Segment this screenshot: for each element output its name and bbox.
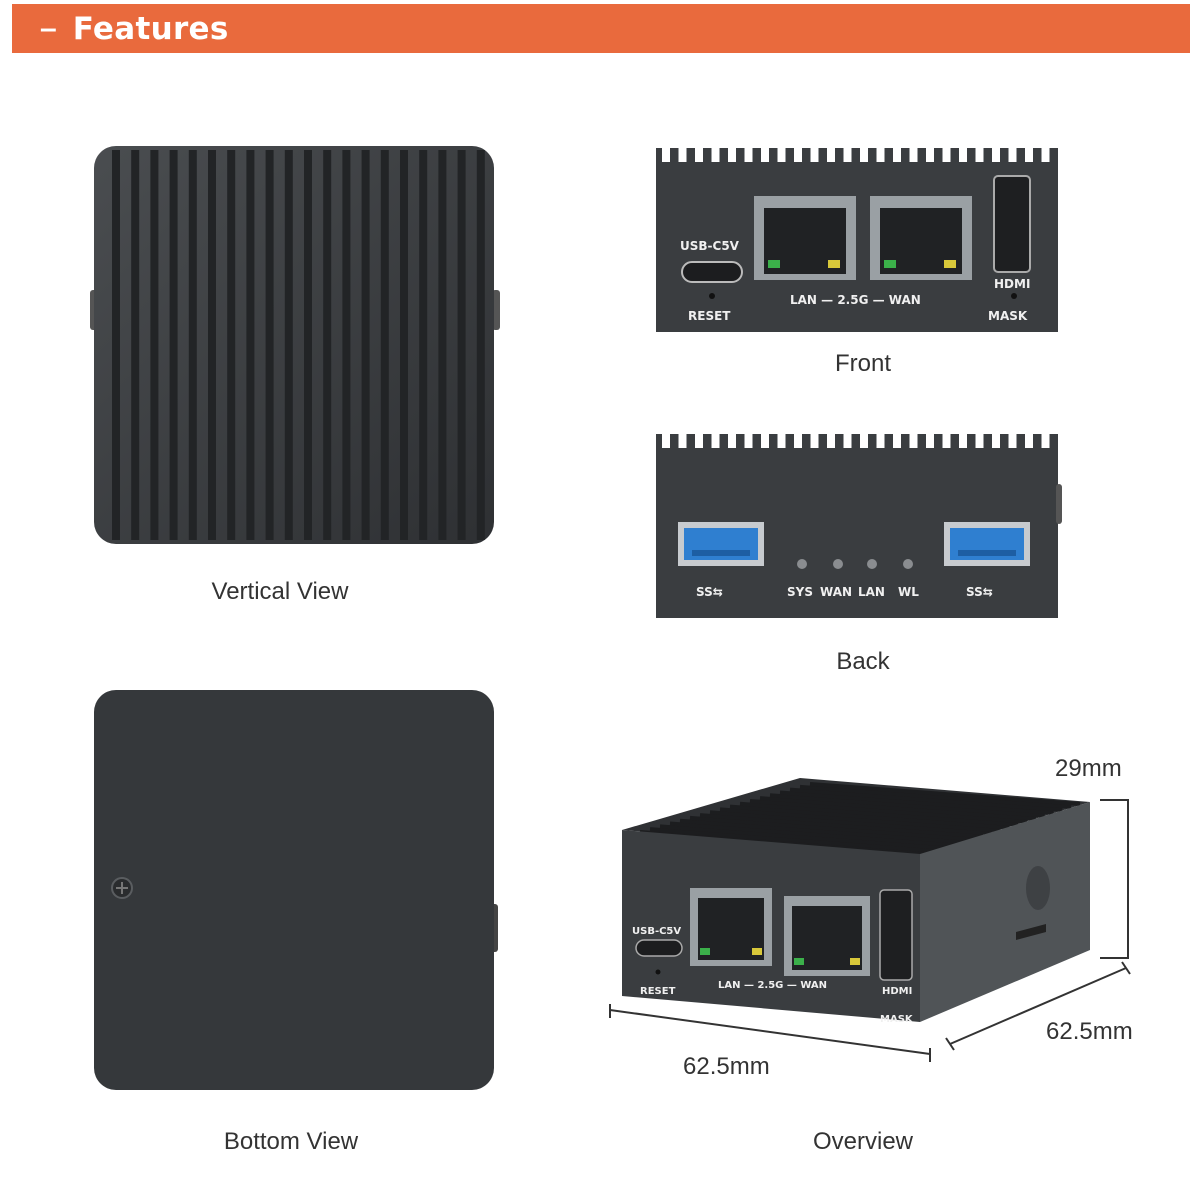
hdmi-port xyxy=(993,175,1031,273)
caption-overview: Overview xyxy=(812,1128,914,1155)
front-mask-label: MASK xyxy=(988,309,1028,323)
caption-vertical-view: Vertical View xyxy=(211,578,349,605)
usb-c-port xyxy=(681,261,743,283)
led-wan-label: WAN xyxy=(820,585,852,599)
caption-front: Front xyxy=(834,350,892,377)
bottom-view-image xyxy=(86,684,506,1096)
overview-image: USB-C5V RESET LAN — 2.5G — WAN HDMI MASK xyxy=(600,760,1160,1100)
features-header: – Features xyxy=(12,4,1190,53)
back-view-image: SS⇆ SS⇆ SYS WAN LAN WL xyxy=(652,426,1064,626)
overview-mask-label: MASK xyxy=(880,1014,914,1025)
dimension-depth: 62.5mm xyxy=(1046,1018,1133,1045)
header-title: Features xyxy=(72,10,229,47)
dimension-height: 29mm xyxy=(1055,755,1122,782)
led-lan-label: LAN xyxy=(858,585,885,599)
overview-lan-wan-label: LAN — 2.5G — WAN xyxy=(718,980,827,991)
dimension-width: 62.5mm xyxy=(683,1053,770,1080)
led-wl-label: WL xyxy=(898,585,919,599)
vertical-view-image xyxy=(86,140,506,550)
front-hdmi-label: HDMI xyxy=(994,277,1030,291)
overview-hdmi-label: HDMI xyxy=(882,986,912,997)
lan-port xyxy=(754,196,856,280)
usb-logo-right: SS⇆ xyxy=(966,585,993,599)
usb-a-port-left xyxy=(678,522,764,566)
usb-logo-left: SS⇆ xyxy=(696,585,723,599)
header-dash: – xyxy=(40,11,57,45)
led-sys-label: SYS xyxy=(787,585,813,599)
front-reset-label: RESET xyxy=(688,309,731,323)
front-usb-c-label: USB-C5V xyxy=(680,239,740,253)
front-view-image: USB-C5V RESET LAN — 2.5G — WAN HDMI MASK xyxy=(652,140,1064,340)
caption-back: Back xyxy=(836,648,890,675)
overview-reset-label: RESET xyxy=(640,986,676,997)
wan-port xyxy=(870,196,972,280)
usb-a-port-right xyxy=(944,522,1030,566)
front-lan-wan-label: LAN — 2.5G — WAN xyxy=(790,293,921,307)
overview-usb-c-label: USB-C5V xyxy=(632,926,681,937)
caption-bottom-view: Bottom View xyxy=(223,1128,359,1155)
